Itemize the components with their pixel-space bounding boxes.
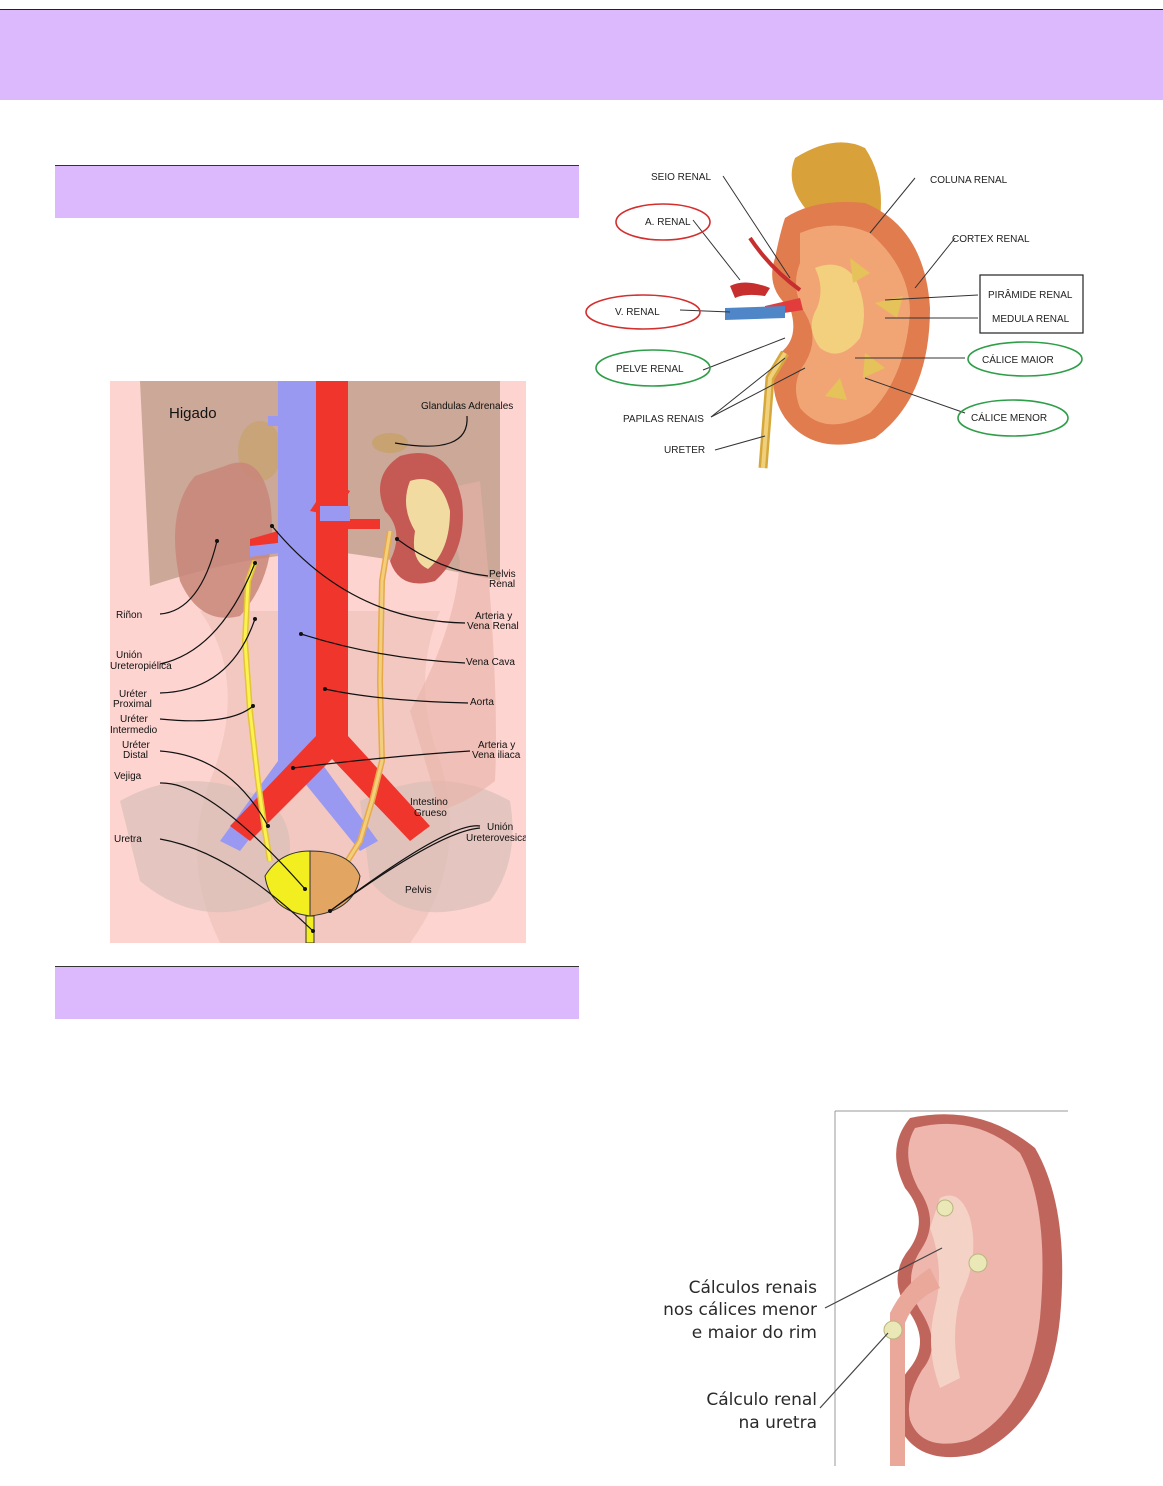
- label-ureter: URETER: [664, 445, 705, 456]
- urinary-system-illustration: Higado Glandulas Adrenales Riñon Unión U…: [110, 381, 530, 944]
- label-kidney: Riñon: [116, 610, 142, 621]
- label-upj-2: Ureteropiélica: [110, 661, 172, 672]
- label-upj-1: Unión: [116, 650, 142, 661]
- label-iliac-2: Vena iliaca: [472, 750, 521, 761]
- label-liver: Higado: [169, 405, 217, 422]
- label-pelvis-renal-1: Pelvis: [489, 569, 516, 580]
- label-pelvis: Pelvis: [405, 885, 432, 896]
- label-ureter-dist-1: Uréter: [122, 740, 150, 751]
- label-stones-3: e maior do rim: [692, 1323, 817, 1343]
- label-adrenal: Glandulas Adrenales: [421, 401, 513, 412]
- label-renal-av-1: Arteria y: [475, 611, 512, 622]
- label-pelvis-renal-2: Renal: [489, 579, 515, 590]
- top-rule: [0, 9, 1163, 10]
- kidney-stones-figure: Cálculos renais nos cálices menor e maio…: [660, 1108, 1070, 1466]
- label-coluna-renal: COLUNA RENAL: [930, 175, 1008, 186]
- label-papilas-renais: PAPILAS RENAIS: [623, 414, 704, 425]
- label-iliac-1: Arteria y: [478, 740, 515, 751]
- kidney-anatomy-figure: SEIO RENAL A. RENAL V. RENAL PELVE RENAL…: [585, 138, 1090, 473]
- urinary-system-figure: Higado Glandulas Adrenales Riñon Unión U…: [110, 381, 530, 944]
- section-bar-2: [55, 966, 579, 1019]
- label-colon-1: Intestino: [410, 797, 448, 808]
- label-ureter-dist-2: Distal: [123, 750, 148, 761]
- label-stones-5: na uretra: [738, 1413, 817, 1433]
- label-a-renal: A. RENAL: [645, 217, 691, 228]
- kidney-anatomy-illustration: SEIO RENAL A. RENAL V. RENAL PELVE RENAL…: [585, 142, 1084, 469]
- label-seio-renal: SEIO RENAL: [651, 172, 711, 183]
- label-cortex-renal: CORTEX RENAL: [952, 234, 1030, 245]
- label-uvj-2: Ureterovesical: [466, 833, 526, 844]
- section-bar-1: [55, 165, 579, 218]
- label-uvj-1: Unión: [487, 822, 513, 833]
- label-colon-2: Grueso: [414, 808, 447, 819]
- label-renal-av-2: Vena Renal: [467, 621, 519, 632]
- label-urethra: Uretra: [114, 834, 142, 845]
- header-band: [0, 10, 1163, 100]
- label-aorta: Aorta: [470, 697, 494, 708]
- label-piramide-renal: PIRÂMIDE RENAL: [988, 288, 1073, 301]
- label-ureter-prox-1: Uréter: [119, 689, 147, 700]
- label-stones-2: nos cálices menor: [663, 1300, 817, 1320]
- label-vena-cava: Vena Cava: [466, 657, 515, 668]
- label-pelve-renal: PELVE RENAL: [616, 364, 684, 375]
- label-stones-1: Cálculos renais: [689, 1278, 818, 1298]
- label-medula-renal: MEDULA RENAL: [992, 314, 1070, 325]
- label-ureter-mid-2: Intermedio: [110, 725, 158, 736]
- label-stones-4: Cálculo renal: [706, 1390, 817, 1410]
- label-calice-menor: CÁLICE MENOR: [971, 411, 1047, 424]
- kidney-stones-illustration: Cálculos renais nos cálices menor e maio…: [663, 1110, 1068, 1466]
- label-bladder: Vejiga: [114, 771, 142, 782]
- label-v-renal: V. RENAL: [615, 307, 660, 318]
- label-ureter-mid-1: Uréter: [120, 714, 148, 725]
- label-calice-maior: CÁLICE MAIOR: [982, 353, 1054, 366]
- label-ureter-prox-2: Proximal: [113, 699, 152, 710]
